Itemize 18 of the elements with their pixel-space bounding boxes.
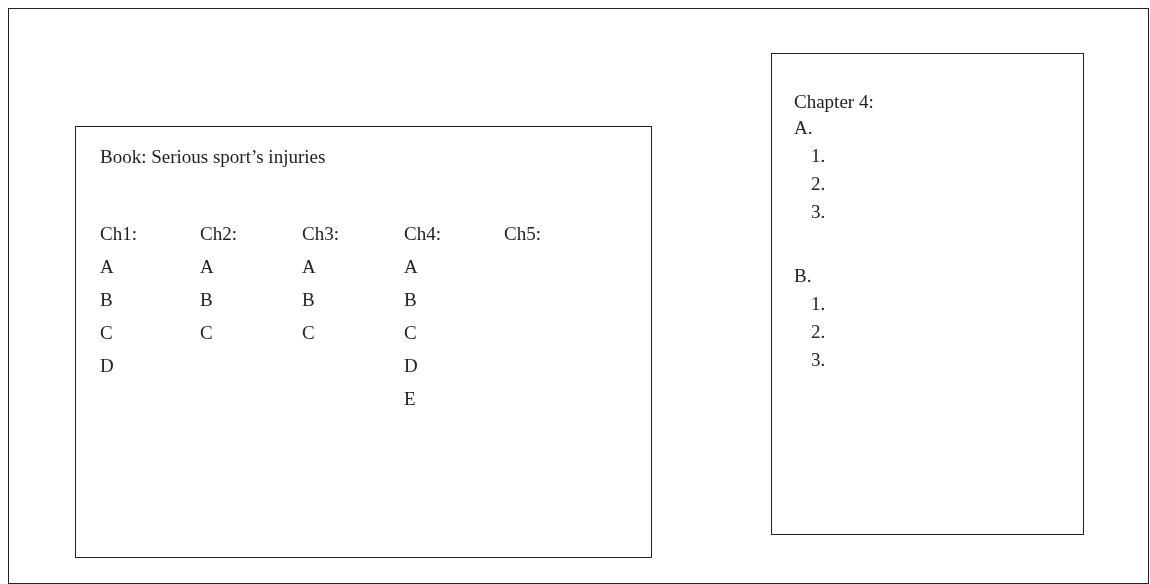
chapter-column: Ch1: A B C D xyxy=(100,217,157,382)
chapter-column: Ch4: A B C D E xyxy=(404,217,461,415)
outline-item: 2. xyxy=(811,172,826,196)
outline-item: 2. xyxy=(811,320,826,344)
chapter-column: Ch5: xyxy=(504,217,561,250)
outline-item: 3. xyxy=(811,200,826,224)
text-box xyxy=(75,126,652,558)
outline-item: 1. xyxy=(811,144,826,168)
chapter-column: Ch2: A B C xyxy=(200,217,257,349)
text-box xyxy=(771,53,1084,535)
chapter-column: Ch3: A B C xyxy=(302,217,359,349)
outline-item: B. xyxy=(794,264,812,288)
frame-box xyxy=(8,8,1149,584)
heading: Chapter 4: xyxy=(794,90,874,114)
outline-item: A. xyxy=(794,116,813,140)
heading: Book: Serious sport’s injuries xyxy=(100,145,326,169)
outline-item: 1. xyxy=(811,292,826,316)
outline-item: 3. xyxy=(811,348,826,372)
